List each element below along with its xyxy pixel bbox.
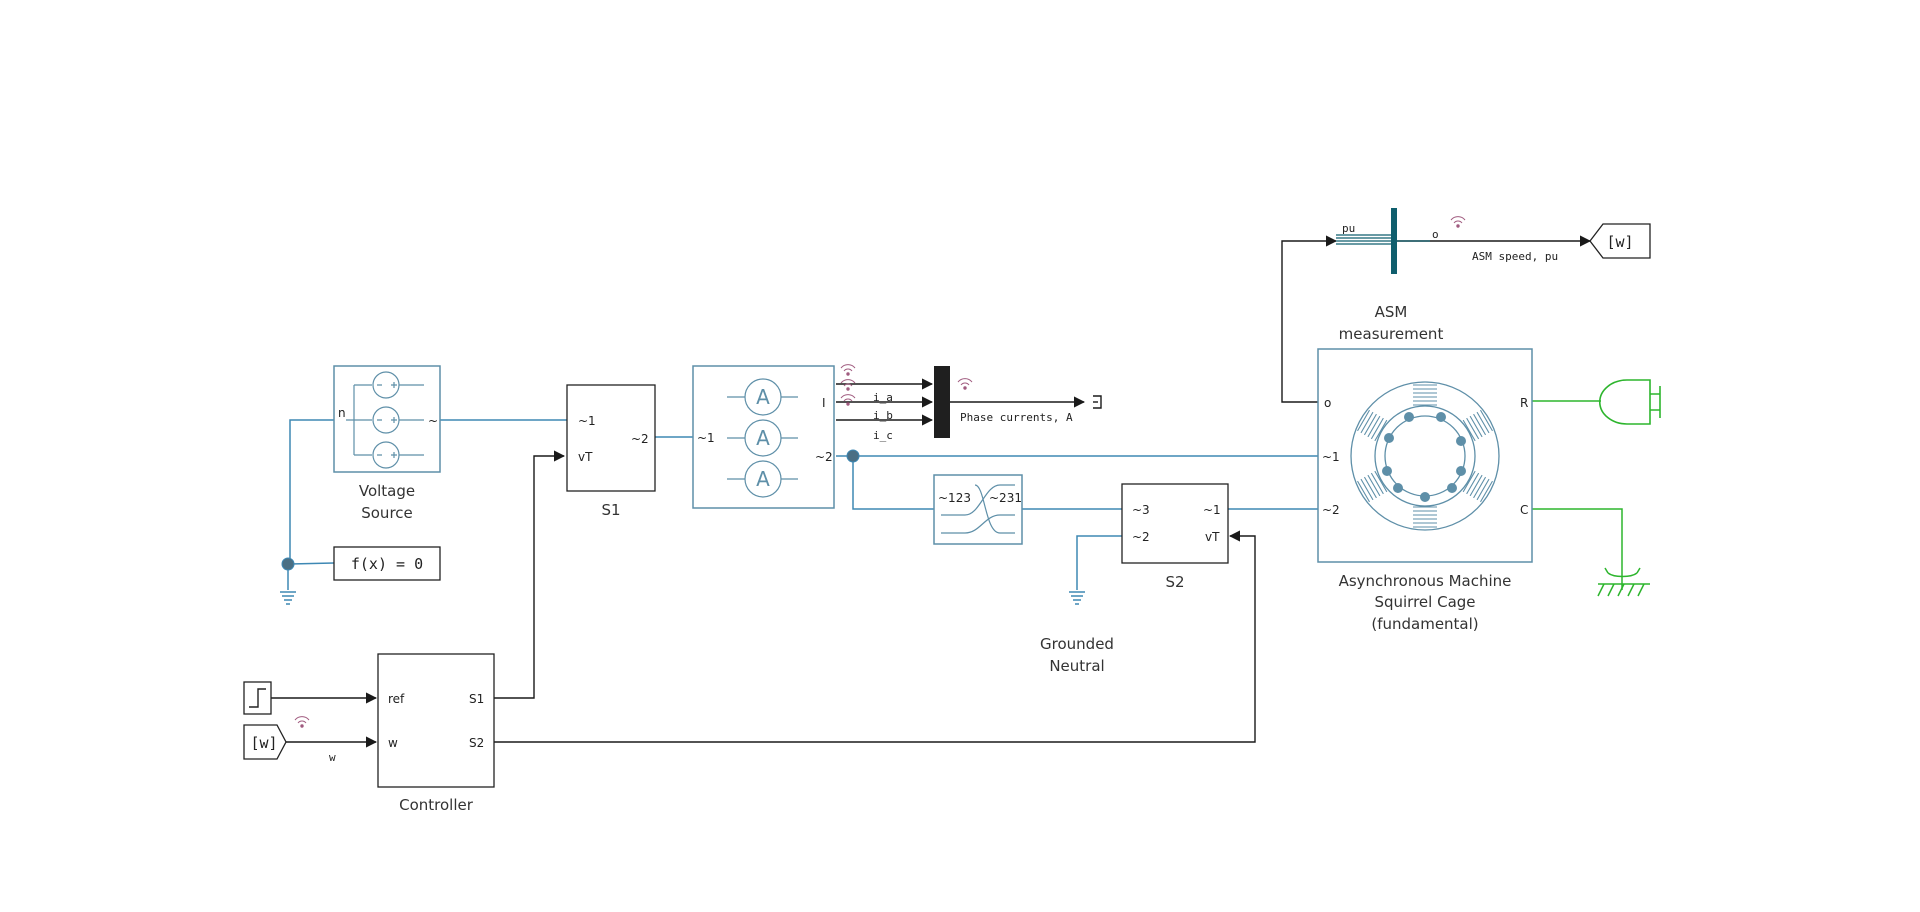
s1-port-vt: vT [578,450,593,464]
permute-right-label: ~231 [989,491,1022,505]
sensor-port-in: ~1 [697,431,715,445]
controller-port-s1: S1 [469,692,484,706]
controller-port-ref: ref [388,692,405,706]
wire-asm-c-to-ref[interactable] [1532,508,1623,590]
from-w-signal-label: w [329,751,336,764]
mechanical-reference-block[interactable] [1597,567,1650,597]
controller-port-s2: S2 [469,736,484,750]
electrical-ground-icon[interactable] [280,591,296,605]
s2-name: S2 [1165,573,1184,591]
signal-label-i-c: i_c [873,429,893,442]
grounded-neutral-name-line1: Grounded [1040,635,1114,653]
asm-speed-signal-label: ASM speed, pu [1472,250,1558,263]
from-w-tag: [w] [250,734,277,752]
mechanical-connections [1532,400,1623,590]
mux-block[interactable] [934,366,950,438]
signal-controller-s2-to-s2-vt[interactable] [494,530,1256,743]
phase-currents-label: Phase currents, A [960,411,1073,424]
controller-name: Controller [399,796,474,814]
s1-port-out2: ~2 [631,432,649,446]
vsource-name-line2: Source [361,504,413,522]
asm-port-1: ~1 [1322,450,1340,464]
phase-permutation-block[interactable]: ~123 ~231 [933,474,1023,545]
s2-port-3: ~3 [1132,503,1150,517]
s2-port-2: ~2 [1132,530,1150,544]
wire-s2-to-neutral[interactable] [1076,535,1122,590]
permute-left-label: ~123 [938,491,971,505]
step-block[interactable] [243,681,272,715]
signal-label-i-a: i_a [873,391,893,404]
asm-port-c: C [1520,503,1528,517]
vsource-port-n: n [338,406,346,420]
asm-port-2: ~2 [1322,503,1340,517]
controller-port-w: w [388,736,398,750]
svg-text:A: A [756,385,770,409]
grounded-neutral-name-line2: Neutral [1049,657,1104,675]
current-sensor-block[interactable]: A A A ~1 I ~2 [692,365,835,509]
asm-port-o: o [1324,396,1331,410]
s1-name: S1 [601,501,620,519]
svg-text:A: A [756,426,770,450]
asm-port-r: R [1520,396,1528,410]
goto-w-block[interactable]: [w] [1589,223,1651,259]
signal-logging-icon[interactable] [294,216,1466,728]
asm-name-line3: (fundamental) [1371,615,1478,633]
measurement-port-o: o [1432,228,1439,241]
wire-ground-junction-to-solver[interactable] [289,562,335,565]
asm-name-line1: Asynchronous Machine [1339,572,1512,590]
terminator-block[interactable] [1093,395,1102,409]
vsource-name-line1: Voltage [359,482,415,500]
asm-measurement-block[interactable]: pu o ASM measurement ASM speed, pu [1336,208,1558,343]
measurement-port-pu: pu [1342,222,1355,235]
s2-block[interactable]: ~3 ~2 ~1 vT S2 [1121,483,1229,591]
sensor-junction-dot[interactable] [846,449,860,463]
svg-text:A: A [756,467,770,491]
inertia-block[interactable] [1598,379,1661,425]
s1-port-in1: ~1 [578,414,596,428]
vsource-port-out: ~ [428,414,438,428]
measurement-name-line1: ASM [1375,303,1408,321]
ground-junction-dot[interactable] [281,557,295,571]
signal-label-i-b: i_b [873,409,893,422]
signal-asm-o-to-measurement[interactable] [1281,235,1338,403]
wire-vsource-n-to-ground[interactable] [289,419,340,564]
electrical-connections [287,419,1318,590]
asynchronous-machine-block[interactable]: o ~1 ~2 R C Asynchronous Machine Squirre… [1317,348,1533,633]
s2-port-vt: vT [1205,530,1220,544]
asm-name-line2: Squirrel Cage [1374,593,1475,611]
signal-controller-s1-to-s1-vt[interactable] [494,450,566,699]
from-w-block[interactable]: [w] [243,724,287,760]
solver-configuration-block[interactable]: f(x) = 0 [333,546,441,581]
goto-w-tag: [w] [1606,233,1633,251]
s1-block[interactable]: ~1 vT ~2 S1 [566,384,656,519]
voltage-source-block[interactable]: n ~ Voltage Source [333,365,441,522]
wire-sensor-to-permute[interactable] [852,456,934,510]
sensor-port-i: I [822,396,826,410]
s2-port-1: ~1 [1203,503,1221,517]
sensor-port-out: ~2 [815,450,833,464]
measurement-name-line2: measurement [1339,325,1444,343]
solver-expression: f(x) = 0 [351,555,423,573]
controller-block[interactable]: ref w S1 S2 Controller [377,653,495,814]
grounded-neutral-block[interactable] [1069,591,1085,605]
